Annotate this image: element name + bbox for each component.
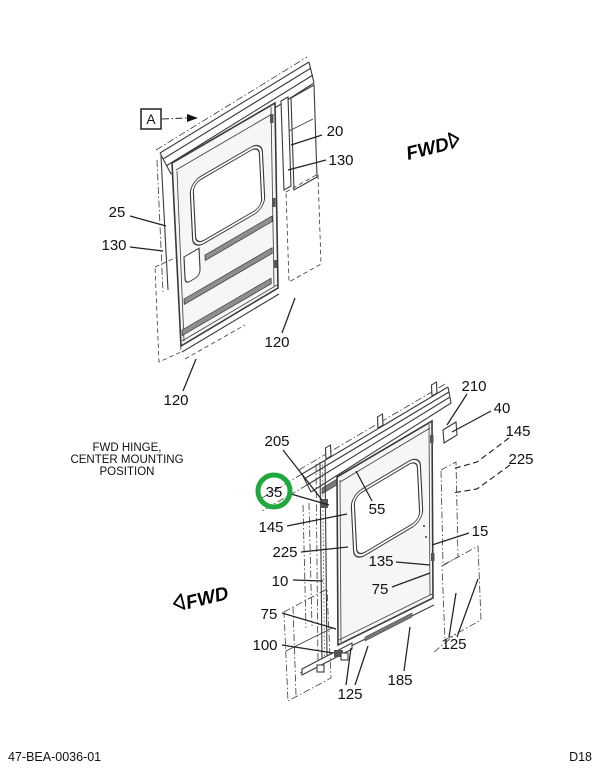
highlighted-callout-35: 35 [255,472,330,510]
leader-line [182,358,197,392]
backing-panel-left [154,256,182,363]
callout-75-right: 75 [372,581,389,598]
leader-line [287,159,327,171]
leader-line [292,579,324,582]
fwd-direction-marker-upper: FWD [404,132,460,165]
door-window [350,458,424,558]
sill-strip [364,612,413,642]
leader-line [451,410,492,433]
fwd-label: FWD [184,583,231,614]
leader-line [281,644,334,654]
fwd-arrow-icon [447,132,460,149]
leader-line [281,297,296,334]
leader-line [282,449,323,501]
backing-panel-lower-left [283,588,332,702]
door-window [189,144,266,246]
fwd-label: FWD [404,134,451,165]
detail-a-marker: A [140,108,198,130]
leader-line [355,470,373,502]
callout-35: 35 [266,484,283,501]
trim-strip [183,247,273,306]
callouts-upper: 20 130 25 130 120 120 [101,123,353,409]
callout-25: 25 [109,204,126,221]
callout-40: 40 [494,400,511,417]
callout-20: 20 [327,123,344,140]
hinge-retainer-strip [280,96,292,191]
caption-line-1: FWD HINGE, [93,442,162,454]
leader-line [300,546,349,553]
document-number: 47-BEA-0036-01 [8,750,101,764]
trim-strips [181,215,273,337]
hinge-tab [430,381,438,397]
hinge-tab [324,444,332,460]
hinge-tab [376,413,384,429]
callout-100: 100 [252,637,277,654]
callout-225-left: 225 [272,544,297,561]
callout-130-left: 130 [101,237,126,254]
callout-10: 10 [272,573,289,590]
callout-130-right: 130 [328,152,353,169]
upper-assembly: A FWD 20 130 25 130 120 120 [101,56,460,409]
door-sill [285,604,435,676]
leader-line [451,437,510,470]
hinge-tick [272,198,276,207]
door-pocket [183,247,201,283]
leader-line [129,246,164,252]
hinge-tick [270,114,274,123]
leader-line [290,134,323,146]
callout-15: 15 [472,523,489,540]
fwd-arrow-icon [173,593,186,610]
callout-210: 210 [461,378,486,395]
detail-a-box [140,108,162,130]
callout-205: 205 [264,433,289,450]
leader-line [354,645,369,686]
callouts-lower: 210 40 145 225 205 55 145 225 10 75 100 … [252,378,533,703]
leader-line [451,464,511,494]
callout-135: 135 [368,553,393,570]
caption-line-2: CENTER MOUNTING [70,454,183,466]
callout-145-left: 145 [258,519,283,536]
page-code: D18 [569,750,592,764]
callout-120-right: 120 [264,334,289,351]
backing-panel-right [285,173,322,283]
leader-line [446,393,468,426]
caption-line-3: POSITION [100,466,155,478]
leader-line [431,532,470,546]
callout-55: 55 [369,501,386,518]
callout-185: 185 [387,672,412,689]
sill-clip [334,650,343,657]
leader-line [403,626,411,672]
hinge-tick [273,260,277,268]
lower-assembly: FWD HINGE, CENTER MOUNTING POSITION [70,378,533,703]
leader-line [395,561,431,566]
leader-line [290,493,330,506]
callout-145-right: 145 [505,423,530,440]
detail-a-arrowhead [187,114,198,122]
trim-strip [204,215,273,262]
hinge-tick [430,435,434,443]
sill-bracket [316,664,325,673]
leader-line [286,513,348,527]
highlight-circle [255,472,293,510]
leader-line [345,647,352,686]
detail-a-letter: A [146,112,155,127]
hinge-tick [431,553,435,561]
leader-line [391,572,431,588]
backing-panels-right [433,461,482,653]
leader-line [448,592,457,638]
callout-120-left: 120 [163,392,188,409]
leader-line [456,578,479,638]
trim-strip [181,277,272,337]
leader-line [281,612,337,630]
callout-225-right: 225 [508,451,533,468]
callout-125-right: 125 [441,636,466,653]
view-caption: FWD HINGE, CENTER MOUNTING POSITION [70,442,183,478]
fwd-direction-marker-lower: FWD [173,583,231,614]
corner-bracket [442,421,458,444]
sill-bracket [340,652,349,661]
leader-line [129,215,167,227]
callout-125-center: 125 [337,686,362,703]
callout-75-left: 75 [261,606,278,623]
